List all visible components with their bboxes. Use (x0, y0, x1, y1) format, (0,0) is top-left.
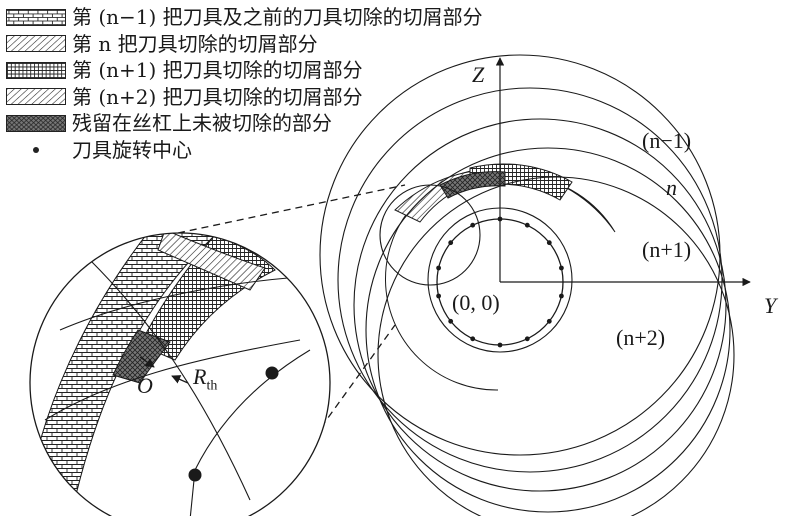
circle-n-plus-1 (353, 118, 727, 492)
z-axis-label: Z (472, 62, 485, 87)
origin-label: (0, 0) (452, 290, 500, 315)
detail-radius-subscript: th (206, 378, 218, 394)
circle-detail-marker (379, 184, 481, 286)
legend-label: 第 (n−1) 把刀具及之前的刀具切除的切屑部分 (72, 5, 483, 30)
rotation-center-dot (559, 293, 564, 299)
label-circle-n: n (666, 175, 677, 200)
detail-radius-label: Rth (193, 364, 218, 394)
circle-n-plus-2 (365, 147, 731, 513)
detail-rotation-center-2 (188, 468, 202, 482)
detail-pitch-circle (189, 349, 311, 516)
legend-swatch-dot (6, 141, 66, 158)
legend-swatch-brick (6, 8, 66, 26)
y-axis-label: Y (764, 293, 777, 318)
rotation-center-dot (559, 265, 564, 271)
legend-swatch-grid (6, 61, 66, 79)
rotation-center-dot (436, 265, 441, 271)
detail-band-brick (34, 233, 217, 516)
legend-item-n: 第 n 把刀具切除的切屑部分 (6, 31, 476, 58)
detail-arc-2 (89, 259, 251, 501)
detail-band-hatch (157, 233, 266, 291)
detail-rotation-center-1 (265, 366, 279, 380)
legend: 第 (n−1) 把刀具及之前的刀具切除的切屑部分 第 n 把刀具切除的切屑部分 … (6, 4, 483, 164)
rotation-center-dot (524, 222, 530, 228)
legend-swatch-hatch (6, 88, 66, 106)
radius-arrow-in (139, 356, 155, 368)
rotation-center-dot (497, 342, 503, 348)
rotation-center-dot (448, 240, 454, 246)
circle-n (337, 87, 723, 473)
legend-item-n-plus-2: 第 (n+2) 把刀具切除的切屑部分 (6, 84, 476, 111)
detail-center-label: O (137, 373, 153, 398)
rotation-center-dot (546, 318, 552, 324)
detail-arc-3 (44, 339, 301, 421)
rotation-center-dot (546, 240, 552, 246)
rotation-center-dot (436, 293, 441, 299)
rotation-center-dot (448, 318, 454, 324)
detail-circle (29, 232, 331, 516)
legend-swatch-cross (6, 114, 66, 132)
detail-connector-top (177, 184, 406, 234)
legend-item-n-plus-1: 第 (n+1) 把刀具切除的切屑部分 (6, 57, 476, 84)
label-circle-n-minus-1: (n−1) (642, 128, 692, 153)
circle-n-plus-3 (377, 176, 735, 516)
label-circle-n-plus-2: (n+2) (616, 325, 666, 350)
band-n-minus-1 (385, 167, 499, 391)
rotation-center-dot (524, 336, 530, 342)
legend-item-residual: 残留在丝杠上未被切除的部分 (6, 110, 476, 137)
rotation-center-dot (470, 222, 476, 228)
detail-band-residual (112, 329, 171, 384)
legend-swatch-hatch (6, 35, 66, 53)
rotation-center-dot (470, 336, 476, 342)
label-circle-n-plus-1: (n+1) (642, 237, 692, 262)
band-residual (439, 171, 506, 199)
legend-label: 第 n 把刀具切除的切屑部分 (72, 31, 318, 56)
legend-label: 刀具旋转中心 (72, 137, 192, 162)
legend-label: 第 (n+1) 把刀具切除的切屑部分 (72, 58, 363, 83)
radius-arrow-out (171, 375, 189, 384)
legend-item-rotation-center: 刀具旋转中心 (6, 137, 476, 164)
legend-label: 第 (n+2) 把刀具切除的切屑部分 (72, 84, 363, 109)
legend-item-n-minus-1: 第 (n−1) 把刀具及之前的刀具切除的切屑部分 (6, 4, 483, 31)
legend-label: 残留在丝杠上未被切除的部分 (72, 111, 332, 136)
